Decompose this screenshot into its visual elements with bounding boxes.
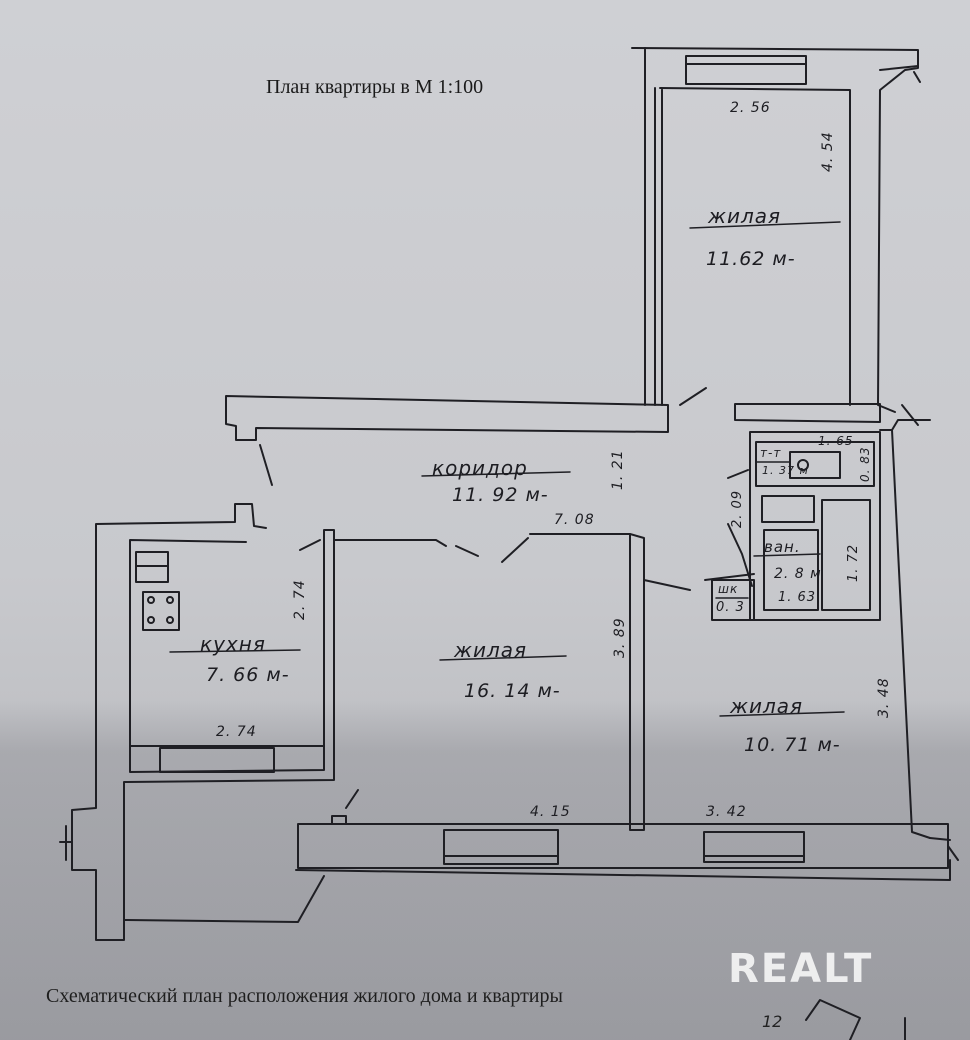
kitchen-walls — [71, 503, 335, 941]
bedroom-top-width: 2. 56 — [730, 100, 771, 116]
corridor-length: 7. 08 — [554, 512, 595, 528]
living-center-side: 3. 89 — [612, 617, 628, 658]
closet — [711, 579, 755, 621]
kitchen-stove — [142, 591, 180, 631]
bathroom-length: 1. 72 — [846, 543, 861, 582]
kitchen-window — [159, 747, 275, 773]
living-center-area: 16. 14 м- — [464, 680, 561, 702]
living-right-label: жилая — [730, 694, 804, 718]
bathroom-side: 2. 09 — [730, 489, 745, 528]
living-right-side: 3. 48 — [876, 677, 892, 718]
corridor-area: 11. 92 м- — [452, 484, 549, 506]
bathroom-block — [749, 431, 881, 621]
bedroom-top-label: жилая — [708, 204, 782, 228]
window-top — [685, 55, 807, 85]
corridor-upper-wall — [225, 395, 669, 441]
bedroom-top-walls — [631, 47, 919, 413]
window-center — [443, 829, 559, 865]
window-right — [703, 831, 805, 863]
bathroom-area: 2. 8 м — [774, 566, 822, 582]
corridor-width: 1. 21 — [610, 449, 626, 490]
living-center-bottom: 4. 15 — [530, 804, 571, 820]
toilet-label: т-т — [760, 446, 782, 460]
plan-title: План квартиры в М 1:100 — [266, 76, 484, 98]
plan-caption: Схематический план расположения жилого д… — [46, 985, 563, 1007]
kitchen-label: кухня — [200, 632, 266, 656]
kitchen-area: 7. 66 м- — [206, 664, 290, 686]
living-right-area: 10. 71 м- — [744, 734, 841, 756]
bedroom-top-length: 4. 54 — [820, 131, 836, 172]
realt-watermark-logo: REALT — [728, 946, 874, 992]
kitchen-width: 2. 74 — [216, 724, 257, 740]
bathroom-width: 1. 63 — [778, 590, 817, 605]
corner-number: 12 — [762, 1012, 783, 1031]
closet-label: шк — [718, 582, 739, 596]
toilet-length: 0. 83 — [858, 446, 872, 482]
toilet-area: 1. 37 м — [762, 464, 809, 477]
toilet-width: 1. 65 — [818, 434, 854, 448]
bedroom-top-area: 11.62 м- — [706, 248, 796, 270]
kitchen-length: 2. 74 — [292, 579, 308, 620]
bathroom-label: ван. — [764, 538, 801, 556]
living-right-bottom: 3. 42 — [706, 804, 747, 820]
corridor-label: коридор — [432, 456, 528, 480]
bottom-wall — [297, 823, 949, 869]
living-center-walls — [333, 533, 645, 831]
photo-shadow — [0, 700, 970, 1040]
closet-area: 0. 3 — [716, 600, 745, 615]
living-center-label: жилая — [454, 638, 528, 662]
